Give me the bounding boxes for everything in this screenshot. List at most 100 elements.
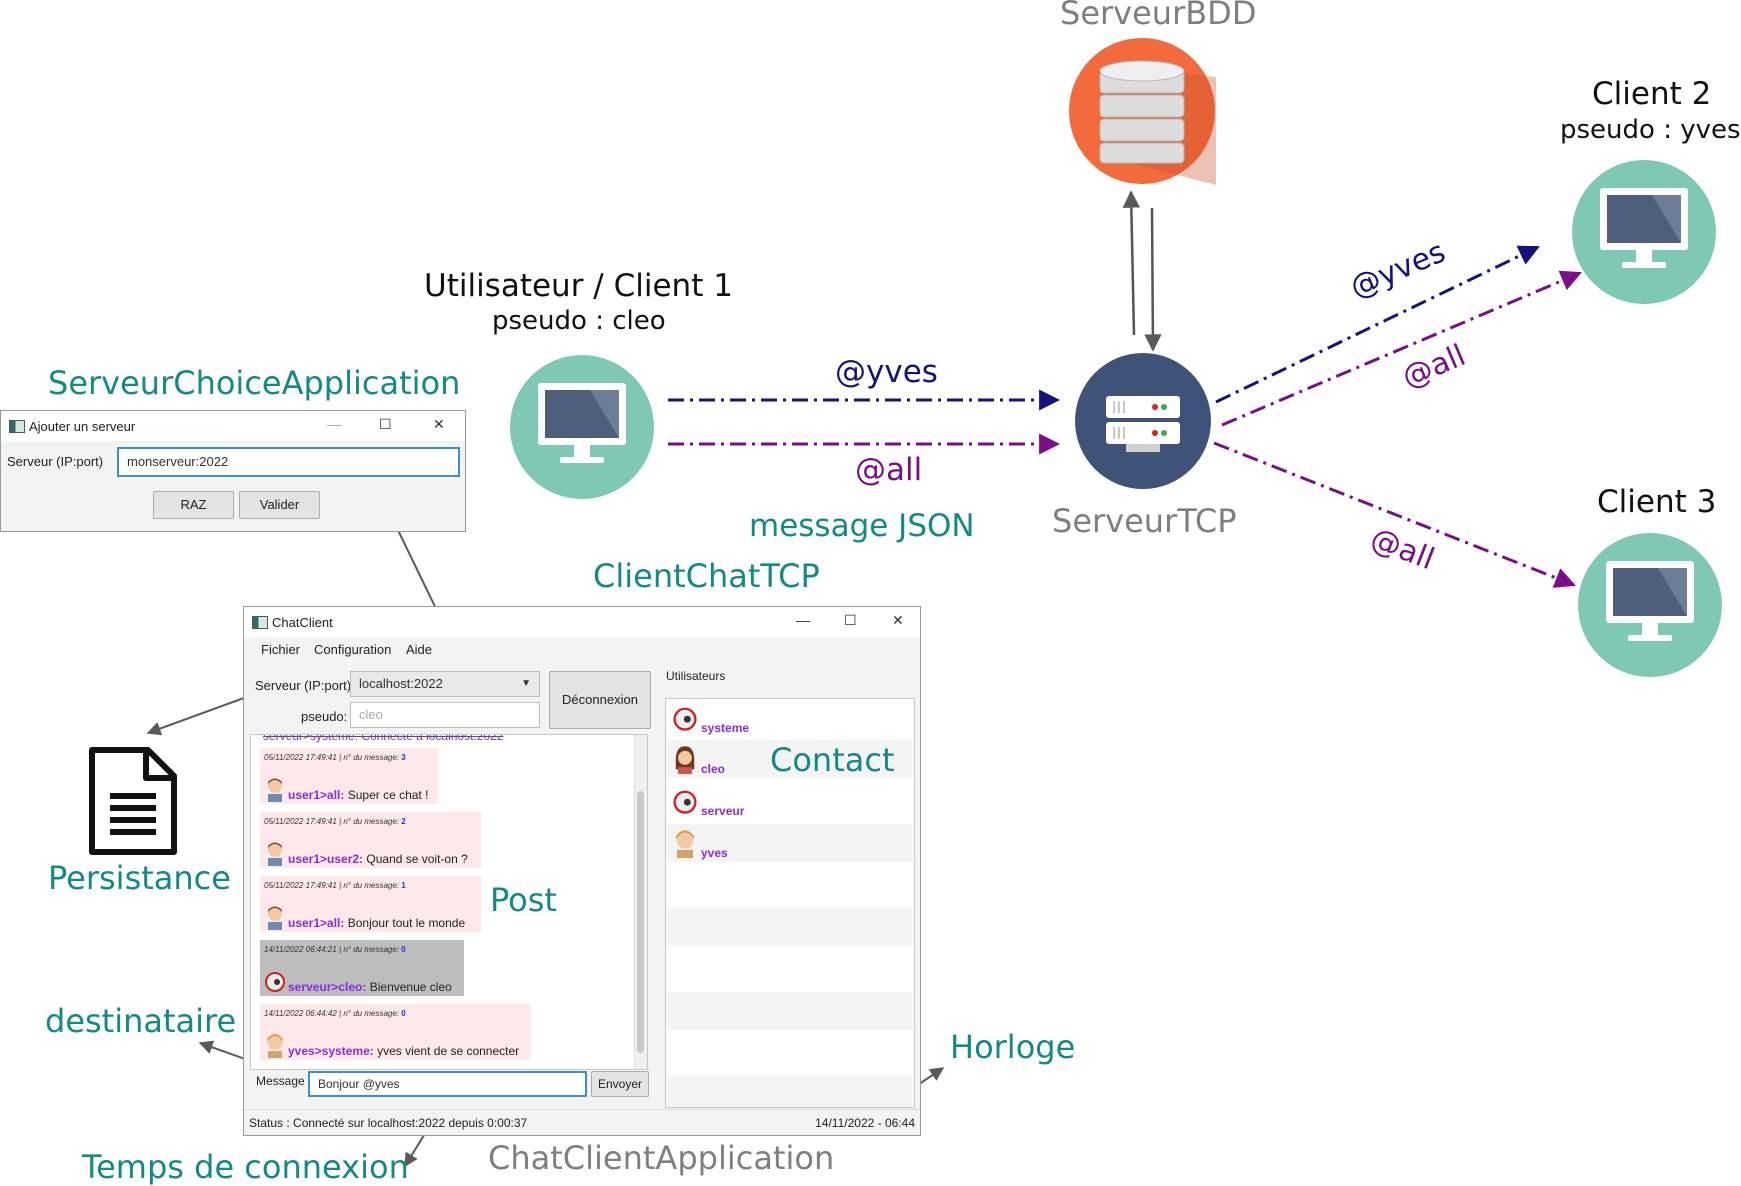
user-item-cleo[interactable]: cleo [667,740,913,778]
minimize-icon[interactable]: — [327,416,341,432]
server-rack-icon [1075,353,1211,489]
server-select-value: localhost:2022 [359,676,443,691]
maximize-icon[interactable]: ☐ [844,612,857,628]
disconnect-button[interactable]: Déconnexion [549,671,651,729]
message-meta: 05/11/2022 17:49:41 | n° du message: [264,817,400,826]
serveur-choice-app-label: ServeurChoiceApplication [48,364,461,402]
document-icon [89,747,177,855]
message-number: 0 [401,1009,406,1018]
message-sender: user1>user2: [288,852,364,866]
arrow-server-client3-all [1213,441,1576,588]
message-number: 3 [401,753,406,762]
female-avatar-icon [675,746,695,774]
send-button[interactable]: Envoyer [591,1071,649,1097]
male-avatar-icon [268,778,282,802]
database-icon [1069,38,1216,185]
server-address-input[interactable]: monserveur:2022 [117,447,460,477]
chat-titlebar: ChatClient — ☐ ✕ [244,607,920,637]
message-meta: 05/11/2022 17:49:41 | n° du message: [264,753,400,762]
serveur-tcp-label: ServeurTCP [1052,502,1237,540]
users-list[interactable]: systeme cleo serveur yves [665,698,915,1108]
client1-pseudo: pseudo : cleo [492,306,666,336]
connection-status: Status : Connecté sur localhost:2022 dep… [249,1116,528,1130]
male-avatar-icon [268,842,282,866]
client-chat-tcp-label: ClientChatTCP [593,557,820,595]
message-item[interactable]: 05/11/2022 17:49:41 | n° du message: 3 u… [260,748,438,804]
messages-list[interactable]: serveur>systeme: Connecté à localhost:20… [250,734,648,1070]
minimize-icon[interactable]: — [796,612,810,628]
partial-message: serveur>systeme: Connecté à localhost:20… [263,734,504,743]
clock: 14/11/2022 - 06:44 [815,1116,915,1130]
user-item-yves[interactable]: yves [667,824,913,862]
message-sender: serveur>cleo: [288,980,367,994]
validate-button[interactable]: Valider [239,491,320,519]
scrollbar-thumb[interactable] [637,791,644,1053]
yves-mid-label: @yves [835,354,938,390]
message-text: Quand se voit-on ? [366,852,468,866]
client3-label: Client 3 [1597,484,1717,520]
message-item[interactable]: 05/11/2022 17:49:41 | n° du message: 2 u… [260,812,481,868]
callout-temps-connexion [404,1131,427,1168]
message-meta: 14/11/2022 06:44:42 | n° du message: [264,1009,400,1018]
user-name: cleo [701,762,726,776]
all-mid-label: @all [855,452,923,488]
server-select[interactable]: localhost:2022 ▼ [350,671,540,697]
message-text: Bienvenue cleo [369,980,452,994]
arrow-server-client2-yves [1215,245,1540,404]
server-field-label: Serveur (IP:port) [7,454,104,469]
robot-avatar-icon [673,790,697,814]
persistance-label: Persistance [48,859,231,897]
message-number: 2 [401,817,406,826]
close-icon[interactable]: ✕ [892,612,904,628]
message-sender: user1>all: [288,916,345,930]
message-meta: 14/11/2022 06:44:21 | n° du message: [264,945,400,954]
client3-monitor-icon [1578,533,1722,677]
message-text: yves vient de se connecter [377,1044,520,1058]
close-icon[interactable]: ✕ [433,416,445,432]
menu-aide[interactable]: Aide [406,642,433,657]
robot-avatar-icon [673,707,697,731]
user-name: yves [701,846,728,860]
message-json-label: message JSON [749,508,975,544]
serveur-bdd-label: ServeurBDD [1060,0,1257,32]
pseudo-input[interactable]: cleo [350,702,540,728]
client2-label: Client 2 [1592,76,1712,112]
menu-bar: Fichier Configuration Aide [244,637,920,661]
user-name: systeme [701,721,750,735]
menu-configuration[interactable]: Configuration [314,642,392,657]
message-item[interactable]: 14/11/2022 06:44:42 | n° du message: 0 y… [260,1004,530,1060]
male-avatar-icon [268,906,282,930]
client1-monitor-icon [510,355,654,499]
robot-avatar-icon [265,972,285,992]
status-bar: Status : Connecté sur localhost:2022 dep… [244,1109,920,1136]
message-number: 0 [401,945,406,954]
message-item[interactable]: 14/11/2022 06:44:21 | n° du message: 0 s… [260,940,464,996]
destinataire-label: destinataire [45,1002,237,1040]
client1-label: Utilisateur / Client 1 [424,268,733,304]
server-label: Serveur (IP:port): [255,678,355,693]
blond-avatar-icon [675,830,695,858]
message-sender: yves>systeme: [288,1044,374,1058]
pseudo-label: pseudo: [301,709,348,724]
empty-user-row [667,992,913,1030]
maximize-icon[interactable]: ☐ [379,416,392,432]
raz-button[interactable]: RAZ [153,491,234,519]
message-item[interactable]: 05/11/2022 17:49:41 | n° du message: 1 u… [260,876,481,932]
users-label: Utilisateurs [666,669,726,683]
app-icon [252,616,268,629]
chat-client-window: ChatClient — ☐ ✕ Fichier Configuration A… [243,606,921,1136]
user-item-serveur[interactable]: serveur [667,782,913,820]
contact-label: Contact [770,741,895,779]
messages-scrollbar[interactable] [634,735,647,1069]
server-choice-dialog: Ajouter un serveur — ☐ ✕ Serveur (IP:por… [0,410,466,532]
temps-connexion-label: Temps de connexion [82,1148,409,1186]
user-item-systeme[interactable]: systeme [667,699,913,737]
app-icon [9,420,25,433]
chat-client-app-label: ChatClientApplication [488,1139,835,1177]
message-text: Bonjour tout le monde [347,916,466,930]
post-label: Post [490,881,557,919]
arrow-server-client2-all [1221,270,1582,427]
message-input[interactable]: Bonjour @yves [308,1071,587,1097]
menu-fichier[interactable]: Fichier [261,642,301,657]
